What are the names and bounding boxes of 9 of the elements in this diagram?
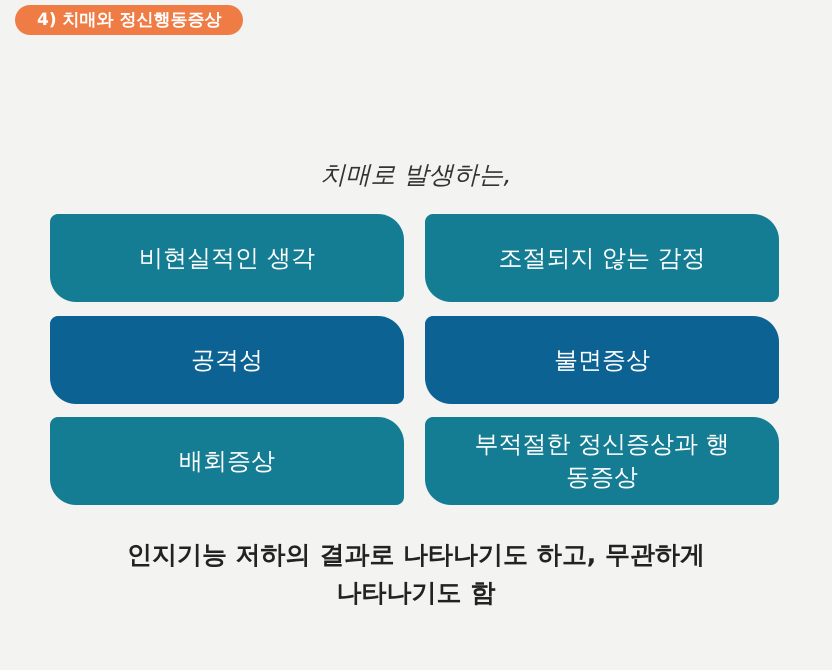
summary-note: 인지기능 저하의 결과로 나타나기도 하고, 무관하게 나타나기도 함 — [126, 539, 706, 609]
symptom-box: 공격성 — [50, 316, 404, 404]
symptom-box: 부적절한 정신증상과 행동증상 — [425, 417, 779, 505]
symptom-box: 조절되지 않는 감정 — [425, 214, 779, 302]
symptom-box: 불면증상 — [425, 316, 779, 404]
intro-text: 치매로 발생하는, — [320, 159, 512, 191]
symptom-box: 배회증상 — [50, 417, 404, 505]
section-title-badge: 4) 치매와 정신행동증상 — [15, 5, 244, 35]
symptom-box: 비현실적인 생각 — [50, 214, 404, 302]
